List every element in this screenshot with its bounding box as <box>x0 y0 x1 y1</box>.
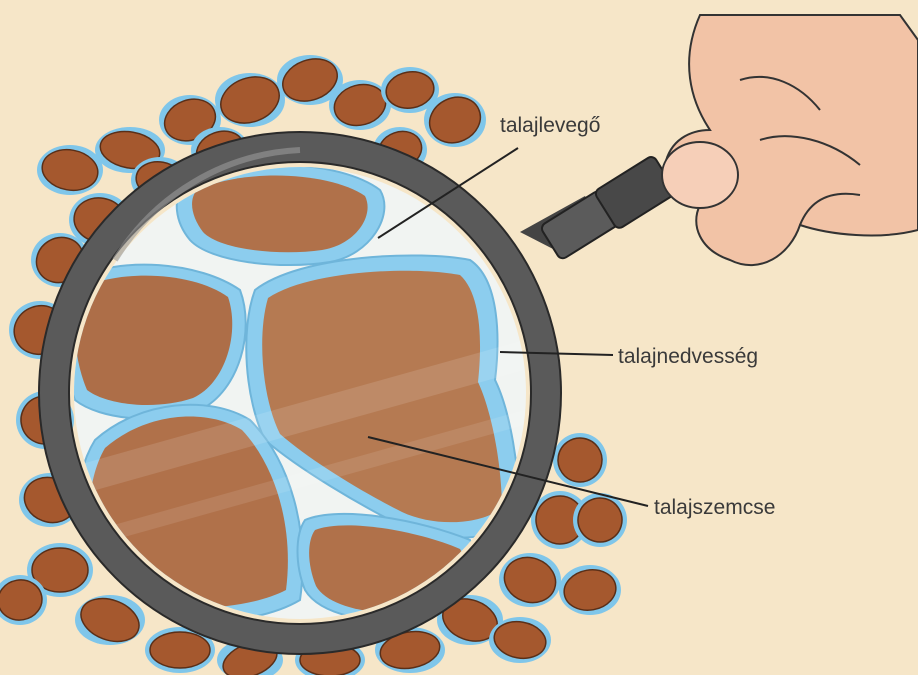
soil-particle <box>150 632 210 668</box>
label-soil-particle: talajszemcse <box>654 496 775 519</box>
label-soil-air: talajlevegő <box>500 114 600 137</box>
soil-particle <box>214 69 285 131</box>
soil-particle <box>498 550 562 609</box>
label-soil-moisture: talajnedvesség <box>618 345 758 368</box>
hand-icon <box>662 15 918 265</box>
soil-particle <box>75 591 145 649</box>
